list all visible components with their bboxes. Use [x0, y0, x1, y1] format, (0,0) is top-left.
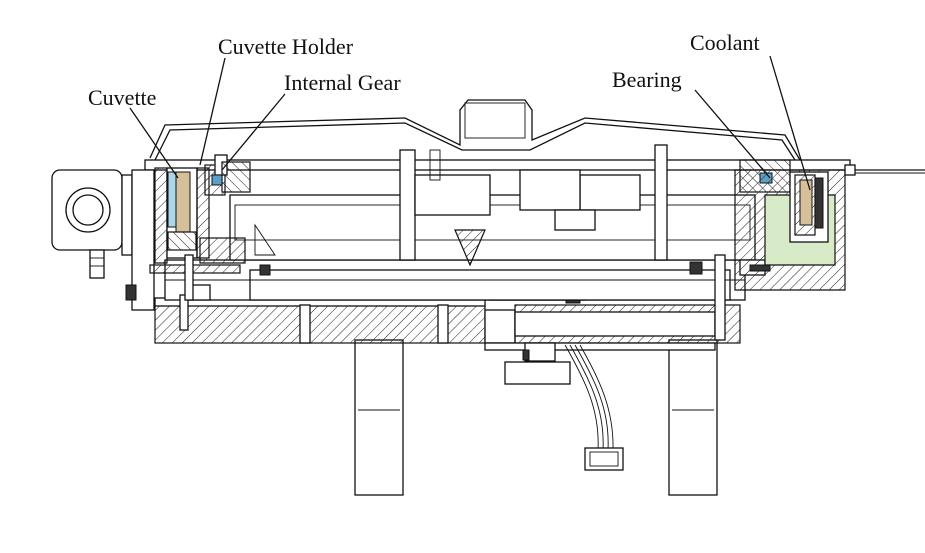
wire-bundle: [564, 344, 624, 471]
leader-cuvette: [129, 107, 179, 179]
label-coolant: Coolant: [690, 30, 760, 55]
base-plate: [154, 297, 741, 351]
leader-cuvette-holder: [199, 57, 226, 166]
left-assembly: [51, 154, 251, 311]
main-housing: [144, 144, 851, 341]
left-bearing-shape: [211, 174, 223, 186]
leader-bearing: [694, 89, 771, 179]
label-cuvette-holder: Cuvette Holder: [218, 34, 354, 59]
support-legs: [354, 339, 718, 496]
label-internal-gear: Internal Gear: [284, 70, 401, 95]
cuvette-holder-shape: [175, 171, 191, 233]
label-bearing: Bearing: [612, 67, 682, 92]
leader-lines: [129, 55, 811, 191]
leader-internal-gear: [221, 93, 286, 171]
leader-coolant: [769, 55, 811, 191]
label-cuvette: Cuvette: [88, 85, 156, 110]
right-assembly: [734, 159, 925, 291]
top-cover: [149, 99, 801, 161]
coolant-block-shape: [799, 179, 813, 226]
cuvette-shape: [167, 171, 177, 228]
